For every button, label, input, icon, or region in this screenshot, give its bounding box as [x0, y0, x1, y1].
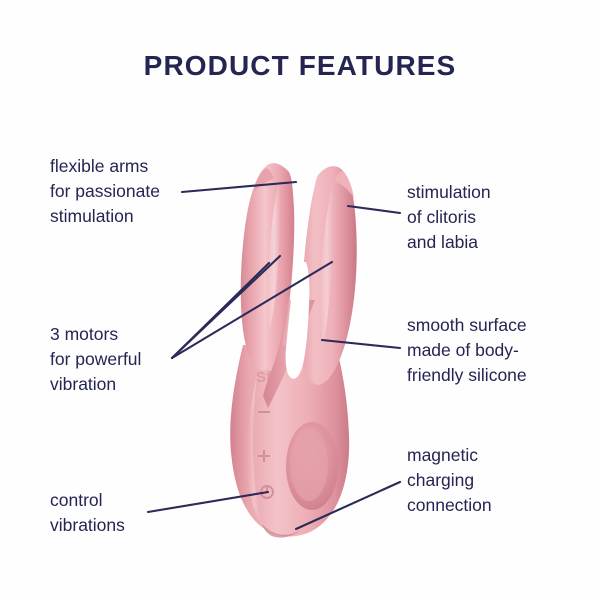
- callout-stimulation-clitoris: stimulation of clitoris and labia: [407, 182, 491, 252]
- leader-line-stimulation-clitoris: [346, 204, 402, 215]
- product-body-group: Sf·: [230, 163, 357, 538]
- leader-line-smooth-surface: [320, 338, 402, 350]
- product-inner-slot: [285, 262, 310, 379]
- page-title: PRODUCT FEATURES: [143, 50, 457, 81]
- magnetic-charging-pad-inner: [290, 427, 328, 501]
- product-control-markings: Sf·: [256, 369, 276, 499]
- callout-flexible-arms: flexible arms for passionate stimulation: [50, 156, 160, 226]
- leader-line-motor-2: [170, 261, 271, 360]
- leader-line-flexible-arms: [180, 180, 298, 194]
- leader-line-control-vibrations: [146, 490, 270, 514]
- product-body-highlight: [246, 372, 261, 522]
- product-right-arm-tip: [334, 171, 354, 198]
- brand-mark: Sf·: [256, 369, 276, 386]
- plus-button: [258, 450, 270, 462]
- power-button: [260, 485, 274, 499]
- leader-lines: [146, 180, 402, 531]
- callout-three-motors: 3 motors for powerful vibration: [50, 324, 142, 394]
- product-left-highlight: [267, 182, 281, 328]
- product-base-lip: [262, 524, 301, 538]
- leader-line-magnetic-charging: [294, 480, 402, 531]
- callout-control-vibrations: control vibrations: [50, 490, 125, 535]
- callout-magnetic-charging: magnetic charging connection: [407, 445, 492, 515]
- leader-line-motor-3: [170, 260, 334, 360]
- callout-smooth-surface: smooth surface made of body- friendly si…: [407, 315, 527, 385]
